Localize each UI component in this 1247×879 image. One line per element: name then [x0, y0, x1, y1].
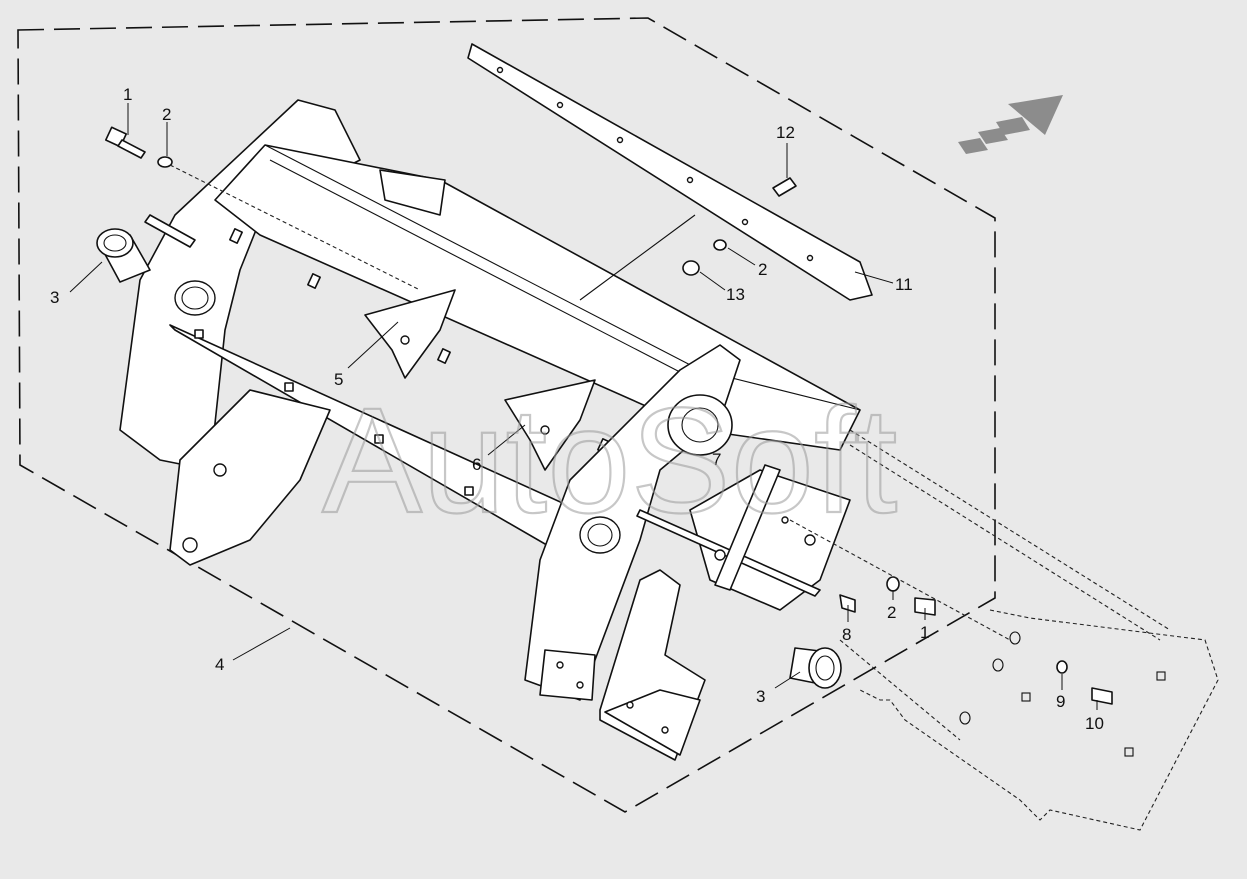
callout-11: 11: [895, 275, 913, 294]
watermark: AutoSoft: [322, 376, 897, 544]
callout-1: 1: [123, 85, 132, 104]
part-2-washer-top: [713, 239, 727, 251]
left-lower-bracket: [169, 389, 331, 566]
part-9-washer: [1056, 660, 1068, 674]
part-1-bolt-left: [104, 126, 146, 159]
part-8-bolt: [839, 594, 856, 613]
part-3-bushing-right: [789, 647, 842, 689]
leader-lines: [69, 103, 1098, 710]
part-5-gusset: [364, 289, 456, 379]
part-2-washer-right: [886, 576, 900, 592]
part-2-washer-left: [157, 156, 173, 168]
left-fork: [539, 649, 596, 701]
callout-12: 12: [776, 123, 795, 142]
callout-9: 9: [1056, 692, 1065, 711]
left-bore: [174, 280, 216, 316]
callout-13: 13: [726, 285, 745, 304]
part-7-bushing: [667, 394, 733, 456]
part-10-bolt: [1091, 687, 1113, 705]
callout-2-top: 2: [758, 260, 767, 279]
callout-3-right: 3: [756, 687, 765, 706]
mating-part-outline: [859, 609, 1219, 831]
callout-2: 2: [162, 105, 171, 124]
mating-part-holes: [959, 631, 1166, 757]
direction-arrow-icon: [958, 95, 1063, 154]
assembly-boundary: [17, 17, 996, 813]
part-3-bushing-left: [96, 228, 151, 283]
part-11-strip: [467, 43, 873, 301]
callout-6: 6: [472, 455, 481, 474]
part-6-gusset: [504, 379, 596, 471]
part-1-bolt-right: [914, 597, 936, 616]
lower-bore: [579, 516, 621, 554]
callout-5: 5: [334, 370, 343, 389]
callout-10: 10: [1085, 714, 1104, 733]
callout-8: 8: [842, 625, 851, 644]
part-12-screw: [772, 177, 797, 197]
part-11-holes: [496, 66, 814, 262]
callout-2-right: 2: [887, 603, 896, 622]
callout-3: 3: [50, 288, 59, 307]
beam-top-plate: [379, 169, 446, 216]
part-13-nut: [682, 260, 700, 276]
callout-1-right: 1: [920, 623, 929, 642]
top-lug: [144, 214, 196, 248]
callout-7: 7: [712, 450, 721, 469]
callout-4: 4: [215, 655, 224, 674]
